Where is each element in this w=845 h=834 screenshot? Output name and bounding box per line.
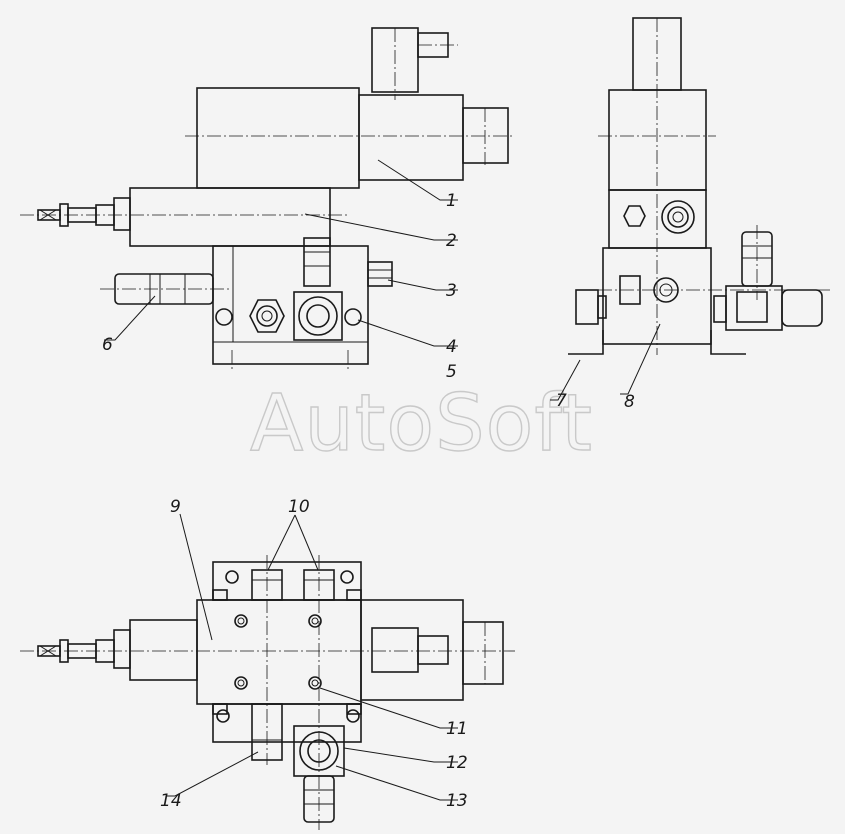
callout-4: 4 <box>446 337 457 357</box>
callout-13: 13 <box>446 791 468 811</box>
callout-5: 5 <box>446 362 457 382</box>
callout-9: 9 <box>170 497 181 517</box>
watermark: AutoSoft <box>250 379 593 469</box>
side-view <box>568 17 830 355</box>
callout-2: 2 <box>446 231 457 251</box>
leader-lines <box>104 159 661 801</box>
callout-3: 3 <box>446 281 457 301</box>
callout-11: 11 <box>446 719 468 739</box>
callout-1: 1 <box>446 191 457 211</box>
callout-8: 8 <box>624 392 635 412</box>
callout-10: 10 <box>288 497 310 517</box>
callout-14: 14 <box>160 791 182 811</box>
front-view <box>20 27 515 372</box>
callout-7: 7 <box>556 391 567 411</box>
callout-6: 6 <box>102 335 113 355</box>
callout-labels: 1 2 3 4 5 6 7 8 9 10 11 12 13 14 <box>102 191 635 811</box>
callout-12: 12 <box>446 753 468 773</box>
top-view <box>20 555 515 830</box>
